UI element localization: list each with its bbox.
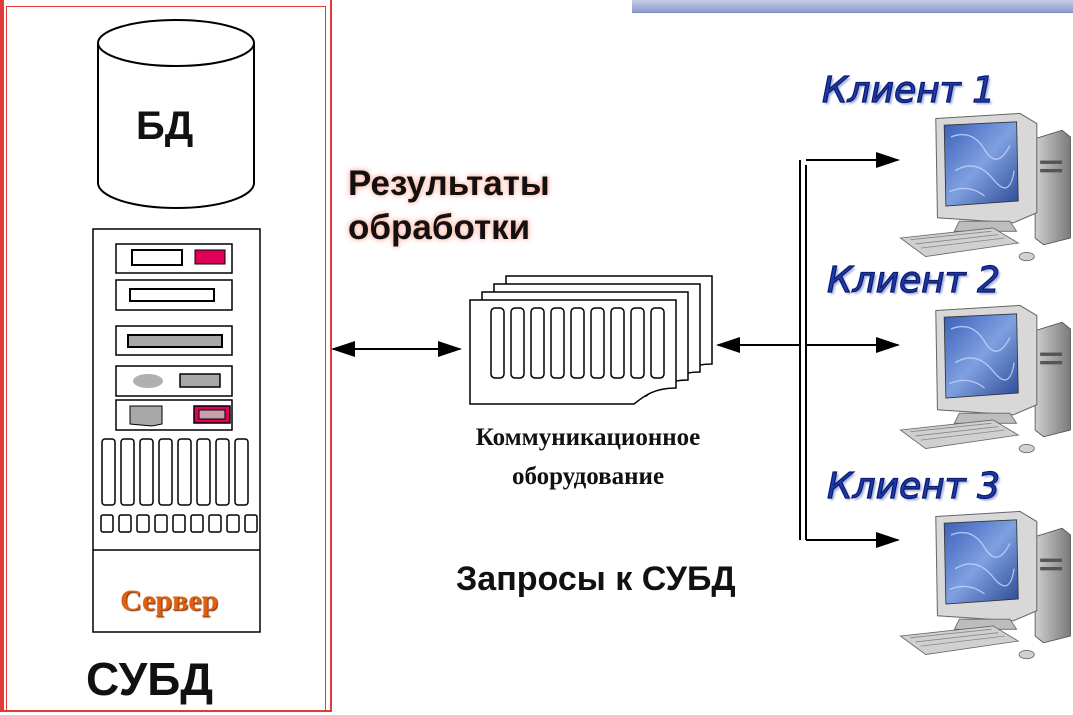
database-label: БД [136, 104, 194, 148]
results-label-line2: обработки [348, 208, 531, 247]
dbms-frame-left-edge [0, 0, 4, 712]
client-2-label: Клиент 2 [826, 259, 1000, 301]
dbms-frame-inner [6, 6, 326, 711]
header-bar [632, 0, 1073, 13]
client-2-computer-icon [899, 304, 1072, 454]
requests-label: Запросы к СУБД [456, 560, 736, 598]
results-label: Результаты обработки [348, 162, 550, 250]
dbms-label: СУБД [86, 653, 214, 705]
database-cylinder-icon [97, 19, 255, 209]
results-label-line1: Результаты [348, 164, 550, 203]
client-1-label: Клиент 1 [821, 69, 995, 111]
communication-equipment-icon [469, 275, 713, 405]
communication-equipment-label: Коммуникационное оборудование [398, 418, 778, 496]
client-3-computer-icon [899, 510, 1072, 660]
client-1-computer-icon [899, 112, 1072, 262]
server-tower-icon [92, 228, 261, 633]
comm-label-line1: Коммуникационное [475, 424, 701, 451]
comm-label-line2: оборудование [511, 463, 665, 490]
client-3-label: Клиент 3 [826, 465, 1000, 507]
server-label: Сервер [120, 584, 219, 617]
